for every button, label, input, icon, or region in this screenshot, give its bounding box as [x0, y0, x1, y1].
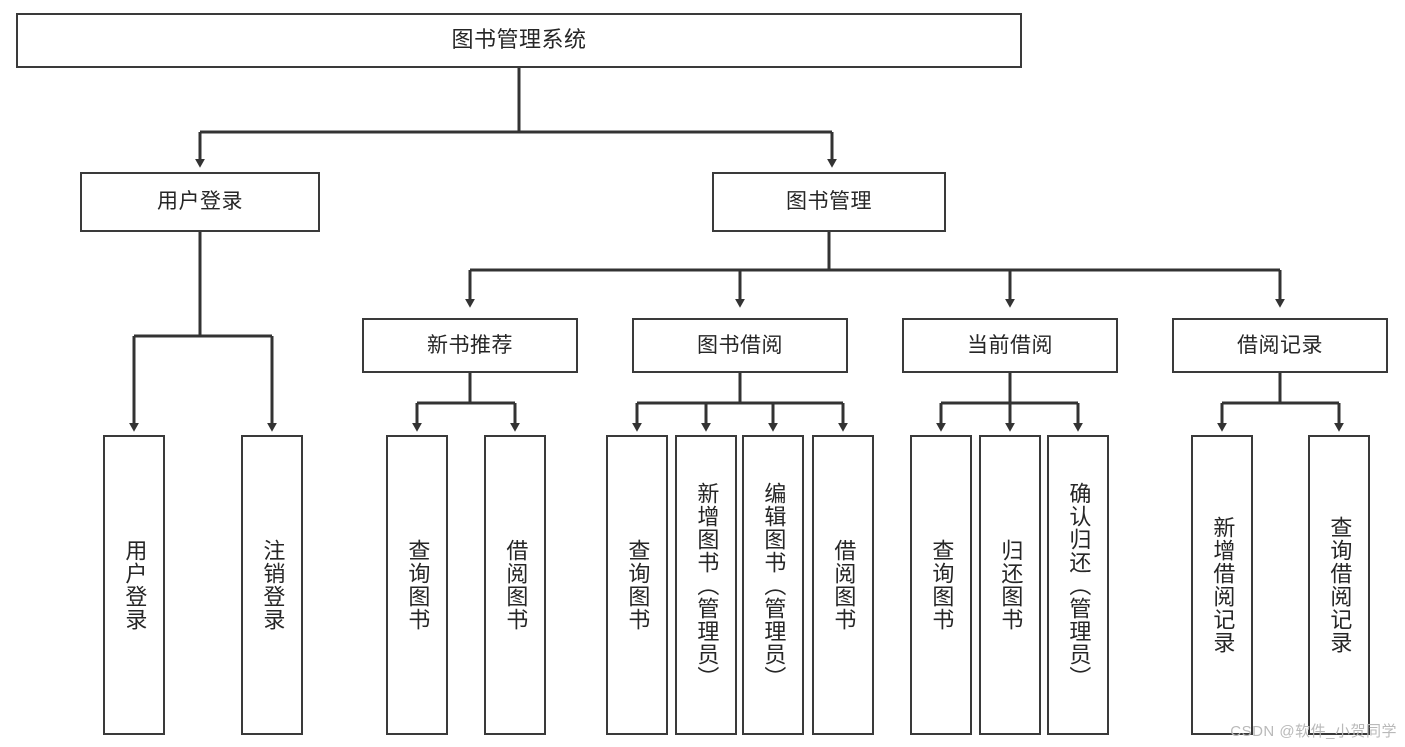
node-label: 查询图书: [405, 539, 431, 631]
node-borrow-record[interactable]: 借阅记录: [1172, 318, 1388, 373]
node-root-system[interactable]: 图书管理系统: [16, 13, 1022, 68]
leaf-query-book-recommend[interactable]: 查询图书: [386, 435, 448, 735]
node-new-book-recommend[interactable]: 新书推荐: [362, 318, 578, 373]
watermark: CSDN @软件_小贺同学: [1230, 723, 1397, 740]
node-book-borrow[interactable]: 图书借阅: [632, 318, 848, 373]
leaf-query-book-current[interactable]: 查询图书: [910, 435, 972, 735]
node-label: 新增借阅记录: [1210, 516, 1236, 654]
node-label: 借阅图书: [831, 539, 857, 631]
leaf-confirm-return-admin[interactable]: 确认归还（管理员）: [1047, 435, 1109, 735]
leaf-return-book[interactable]: 归还图书: [979, 435, 1041, 735]
leaf-borrow-book[interactable]: 借阅图书: [812, 435, 874, 735]
node-book-management[interactable]: 图书管理: [712, 172, 946, 232]
leaf-borrow-book-recommend[interactable]: 借阅图书: [484, 435, 546, 735]
node-label: 新增图书（管理员）: [694, 481, 720, 689]
node-label: 查询借阅记录: [1327, 516, 1353, 654]
node-current-borrow[interactable]: 当前借阅: [902, 318, 1118, 373]
node-label: 查询图书: [625, 539, 651, 631]
node-label: 编辑图书（管理员）: [761, 481, 787, 689]
node-label: 新书推荐: [427, 333, 513, 357]
node-label: 归还图书: [998, 539, 1024, 631]
node-label: 查询图书: [929, 539, 955, 631]
leaf-query-book-borrow[interactable]: 查询图书: [606, 435, 668, 735]
leaf-query-borrow-record[interactable]: 查询借阅记录: [1308, 435, 1370, 735]
node-user-login[interactable]: 用户登录: [80, 172, 320, 232]
node-label: 图书管理系统: [451, 27, 587, 53]
node-label: 用户登录: [157, 190, 243, 214]
leaf-add-borrow-record[interactable]: 新增借阅记录: [1191, 435, 1253, 735]
leaf-user-logout[interactable]: 注销登录: [241, 435, 303, 735]
node-label: 图书管理: [786, 190, 872, 214]
leaf-user-login[interactable]: 用户登录: [103, 435, 165, 735]
leaf-add-book-admin[interactable]: 新增图书（管理员）: [675, 435, 737, 735]
node-label: 当前借阅: [967, 333, 1053, 357]
node-label: 借阅图书: [503, 539, 529, 631]
node-label: 确认归还（管理员）: [1066, 481, 1092, 689]
node-label: 注销登录: [260, 539, 286, 631]
leaf-edit-book-admin[interactable]: 编辑图书（管理员）: [742, 435, 804, 735]
node-label: 用户登录: [122, 539, 148, 631]
node-label: 图书借阅: [697, 333, 783, 357]
node-label: 借阅记录: [1237, 333, 1323, 357]
